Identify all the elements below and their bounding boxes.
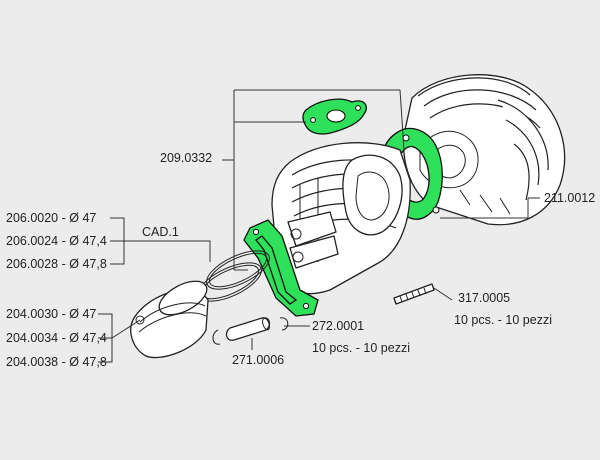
label-gasket-set: 209.0332 <box>160 151 212 165</box>
label-stud: 317.0005 <box>458 291 510 305</box>
label-ring-3: 206.0028 - Ø 47,8 <box>6 257 107 271</box>
label-piston-3: 204.0038 - Ø 47,8 <box>6 355 107 369</box>
circlips <box>212 317 289 345</box>
label-circlip-qty: 10 pcs. - 10 pezzi <box>312 341 410 355</box>
label-ring-1: 206.0020 - Ø 47 <box>6 211 96 225</box>
part-labels: 209.0332 211.0012 CAD.1 206.0020 - Ø 47 … <box>6 151 595 369</box>
piston-pin <box>225 317 271 341</box>
cylinder <box>271 142 411 295</box>
label-piston-2: 204.0034 - Ø 47,4 <box>6 331 107 345</box>
piston <box>130 280 209 359</box>
label-circlip: 272.0001 <box>312 319 364 333</box>
label-stud-qty: 10 pcs. - 10 pezzi <box>454 313 552 327</box>
label-cylinder-head: 211.0012 <box>544 191 595 205</box>
leader-lines <box>98 89 540 363</box>
label-piston-pin: 271.0006 <box>232 353 284 367</box>
label-piston-1: 204.0030 - Ø 47 <box>6 307 96 321</box>
cylinder-head <box>403 74 566 226</box>
base-gasket <box>243 219 319 317</box>
label-rings-title: CAD.1 <box>142 225 179 239</box>
label-ring-2: 206.0024 - Ø 47,4 <box>6 234 107 248</box>
stud <box>393 283 435 305</box>
